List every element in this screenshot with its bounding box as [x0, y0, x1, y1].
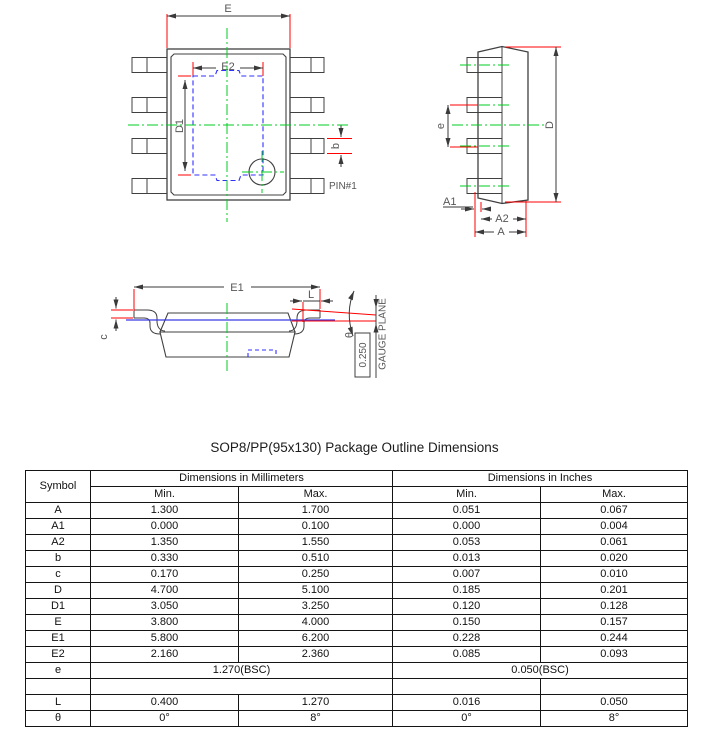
- table-row: E2 2.160 2.360 0.085 0.093: [25, 646, 689, 663]
- dim-label-E: E: [224, 3, 231, 15]
- symbol-cell: E2: [25, 646, 91, 663]
- dim-label-A: A: [497, 226, 505, 238]
- dim-theta-gauge: θ 0.250 GAUGE PLANE: [291, 290, 389, 378]
- table-row: A1 0.000 0.100 0.000 0.004: [25, 518, 689, 535]
- dim-label-c: c: [98, 334, 110, 340]
- symbol-cell: [25, 678, 91, 695]
- symbol-cell: A2: [25, 534, 91, 551]
- table-row-blank: [25, 678, 689, 695]
- dim-label-A2: A2: [495, 213, 508, 225]
- dim-label-theta: θ: [344, 332, 356, 338]
- header-symbol: Symbol: [25, 470, 91, 503]
- table-row: b 0.330 0.510 0.013 0.020: [25, 550, 689, 567]
- symbol-cell: A1: [25, 518, 91, 535]
- header-in-group: Dimensions in Inches: [392, 470, 689, 487]
- exposed-pad-outline: [192, 69, 264, 182]
- symbol-cell: θ: [25, 710, 91, 727]
- symbol-cell: b: [25, 550, 91, 567]
- table-row: D 4.700 5.100 0.185 0.201: [25, 582, 689, 599]
- symbol-cell: E: [25, 614, 91, 631]
- dim-D: D: [505, 46, 561, 203]
- table-row: L 0.400 1.270 0.016 0.050: [25, 694, 689, 711]
- header-in-min: Min.: [392, 486, 542, 503]
- dim-label-e: e: [435, 123, 447, 129]
- dim-e: e: [435, 104, 478, 148]
- symbol-cell: A: [25, 502, 91, 519]
- dim-E1: E1: [133, 281, 321, 311]
- table-row: D1 3.050 3.250 0.120 0.128: [25, 598, 689, 615]
- side-view: e D A1 A2: [435, 45, 561, 238]
- dim-label-A1: A1: [443, 196, 456, 208]
- page-title: SOP8/PP(95x130) Package Outline Dimensio…: [210, 440, 499, 455]
- dim-A2: A2: [481, 201, 527, 237]
- dim-label-D1: D1: [174, 119, 186, 133]
- table-row: c 0.170 0.250 0.007 0.010: [25, 566, 689, 583]
- dim-label-L: L: [308, 289, 314, 301]
- body-notch-outline: [247, 349, 277, 357]
- dimension-table: Symbol Dimensions in Millimeters Dimensi…: [25, 470, 689, 727]
- top-view: E E2 D1: [128, 3, 357, 222]
- table-row: A 1.300 1.700 0.051 0.067: [25, 502, 689, 519]
- dim-A: A: [475, 226, 526, 238]
- table-row-e: e 1.270(BSC) 0.050(BSC): [25, 662, 689, 679]
- dim-label-E2: E2: [221, 61, 234, 73]
- symbol-cell: c: [25, 566, 91, 583]
- table-row: θ 0° 8° 0° 8°: [25, 710, 689, 727]
- table-row: E1 5.800 6.200 0.228 0.244: [25, 630, 689, 647]
- header-mm-min: Min.: [90, 486, 239, 503]
- gauge-offset-label: 0.250: [358, 342, 369, 367]
- package-body-inner-outline: [170, 53, 287, 196]
- symbol-cell: e: [25, 662, 91, 679]
- symbol-cell: E1: [25, 630, 91, 647]
- lead-left: [133, 309, 166, 335]
- dim-label-D: D: [544, 121, 556, 129]
- pin1-label: PIN#1: [329, 181, 357, 192]
- symbol-cell: D: [25, 582, 91, 599]
- dim-b: b: [327, 125, 352, 167]
- dim-E: E: [166, 3, 291, 48]
- dim-label-b: b: [330, 143, 342, 149]
- header-mm-max: Max.: [237, 486, 394, 503]
- dim-c: c: [98, 297, 133, 340]
- dim-label-E1: E1: [230, 282, 243, 294]
- header-in-max: Max.: [540, 486, 689, 503]
- table-header-row: Symbol Dimensions in Millimeters Dimensi…: [25, 470, 689, 503]
- gauge-plane-label: GAUGE PLANE: [378, 298, 389, 370]
- symbol-cell: D1: [25, 598, 91, 615]
- table-row: E 3.800 4.000 0.150 0.157: [25, 614, 689, 631]
- table-subheader-row: Min. Max. Min. Max.: [26, 486, 689, 503]
- table-row: A2 1.350 1.550 0.053 0.061: [25, 534, 689, 551]
- symbol-cell: L: [25, 694, 91, 711]
- front-view: E1 L c θ: [98, 281, 389, 378]
- package-outline-drawing: E E2 D1: [98, 3, 561, 378]
- dim-L: L: [290, 289, 333, 322]
- header-mm-group: Dimensions in Millimeters: [89, 470, 394, 487]
